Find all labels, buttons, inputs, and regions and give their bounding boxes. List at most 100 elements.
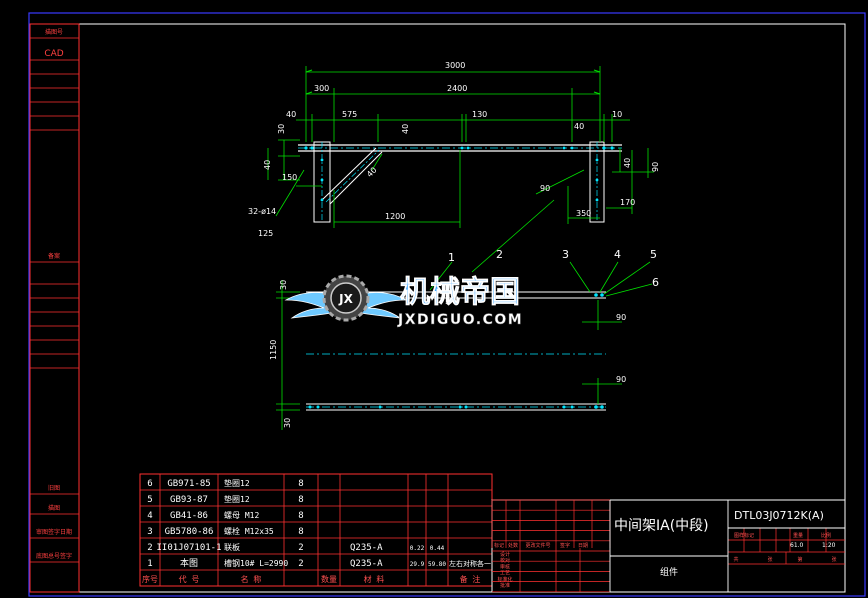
title-block-label: 处数 [508,542,518,549]
title-block-label: 审核 [500,563,510,570]
dim-90-b: 90 [651,162,660,172]
dim-10: 10 [612,110,622,119]
watermark-en: JXDIGUO.COM [397,312,523,328]
bom-cell: 垫圈12 [224,478,250,488]
title-block-label: 校对 [500,557,510,564]
bom-table: 6 GB971-85 垫圈12 8 5 GB93-87 垫圈12 8 4 GB41-86 螺母 M1… [139,473,493,587]
bom-cell: 槽钢10# L=2990 [224,558,288,568]
title-block-right-label: 张 [831,556,836,563]
bom-cell: 8 [298,511,303,521]
watermark-logo: JX 机械帝国 JXDIGUO.COM [284,274,523,328]
dim-40-a: 40 [286,110,296,119]
weight-value: 61.0 [790,542,804,549]
title-block-right-label: 第 [797,556,802,563]
bom-cell: II01J07101-1 [156,543,221,553]
dim-30-a: 30 [277,124,286,134]
drawing-title: 中间架IA(中段) [614,518,709,534]
title-block-label: 签字 [560,542,570,549]
bom-cell: 1 [147,559,152,569]
callout-6: 6 [652,276,659,289]
side-bar-cell: 描图号 [45,28,63,36]
bom-cell: 29.9 [410,561,425,568]
title-block-label: 更改文件号 [525,542,550,549]
bom-cell: 螺栓 M12x35 [224,526,274,536]
title-block-label: 批准 [500,582,510,589]
bom-cell: 2 [298,543,303,553]
bom-cell: 左右对称各一 [449,559,491,568]
scale-value: 1:20 [822,542,836,549]
bom-header-cell: 名 称 [241,574,262,584]
dim-40-right: 40 [623,158,632,168]
bom-cell: 8 [298,479,303,489]
bom-cell: 本图 [180,557,198,569]
callout-4: 4 [614,248,621,261]
dim-90-a: 90 [540,184,550,193]
bom-cell: 垫圈12 [224,494,250,504]
title-block-right-label: 图样标记 [734,532,754,539]
title-block-right-label: 张 [767,556,772,563]
bom-cell: 8 [298,495,303,505]
title-block-label: 设计 [500,551,510,558]
bom-cell: 0.44 [430,545,445,552]
title-block-label: 标记 [494,542,504,549]
watermark-badge: JX [338,292,353,306]
bom-header-cell: 备 注 [460,574,481,584]
side-bar-cell: 备案 [48,252,60,260]
bom-cell: 2 [298,559,303,569]
title-block: 标记处数更改文件号签字日期设计校对审核工艺标准化批准图样标记重量比例共张第张 中… [491,499,846,593]
bom-cell: GB971-85 [167,479,210,489]
bom-header-cell: 代 号 [179,574,200,584]
bom-header-cell: 序号 [142,574,158,584]
bom-header-cell: 数量 [321,574,337,584]
dim-overall: 3000 [445,61,465,70]
bom-cell: 螺母 M12 [224,510,259,520]
dim-left-offset: 300 [314,84,329,93]
dim-1200: 1200 [385,212,405,221]
dim-lower-1150: 1150 [269,340,278,360]
drawing-number: DTL03J0712K(A) [734,509,824,522]
bom-cell: 0.22 [410,545,425,552]
title-block-right-label: 重量 [793,532,803,539]
dim-170: 170 [620,198,635,207]
dim-40-d: 40 [401,124,410,134]
bom-cell: Q235-A [350,543,383,553]
dim-350: 350 [576,209,591,218]
bom-cell: 59.80 [428,561,446,568]
dim-150: 150 [282,173,297,182]
outer-frame [28,12,866,597]
dim-holes: 32-ø14 [248,207,276,216]
side-bar-cell: 描图 [48,504,60,512]
dim-lower-90-a: 90 [616,313,626,322]
callout-1: 1 [448,251,455,264]
bom-cell: GB93-87 [170,495,208,505]
bom-cell: GB5780-86 [165,527,214,537]
bom-cell: 8 [298,527,303,537]
side-view: 30 1150 30 90 90 1 2 3 4 5 6 [269,199,659,430]
dim-40-c: 40 [263,160,272,170]
bom-cell: GB41-86 [170,511,208,521]
bom-cell: 6 [147,479,152,489]
bom-cell: 联板 [224,542,240,552]
side-bar-cell: 旧图 [48,485,60,492]
bom-cell: 2 [147,543,152,553]
callout-5: 5 [650,248,657,261]
side-bar-cell: 底图总号签字 [36,552,72,560]
title-block-right-label: 共 [733,556,738,563]
dim-lower-30-b: 30 [283,418,292,428]
bom-cell: 4 [147,511,152,521]
callout-2: 2 [496,248,503,261]
bom-cell: 3 [147,527,152,537]
bom-header-cell: 材 料 [364,574,385,584]
bom-cell: 5 [147,495,152,505]
dim-span: 2400 [447,84,467,93]
title-block-label: 标准化 [497,576,512,583]
side-bar-cell: CAD [44,49,63,59]
dim-lower-30-a: 30 [279,280,288,290]
dim-40-b: 40 [574,122,584,131]
top-view: 3000 300 2400 40 575 130 10 40 30 40 40 … [248,61,660,238]
side-bar-cell: 审图签字日期 [36,528,72,536]
callout-3: 3 [562,248,569,261]
title-block-label: 日期 [578,543,588,549]
